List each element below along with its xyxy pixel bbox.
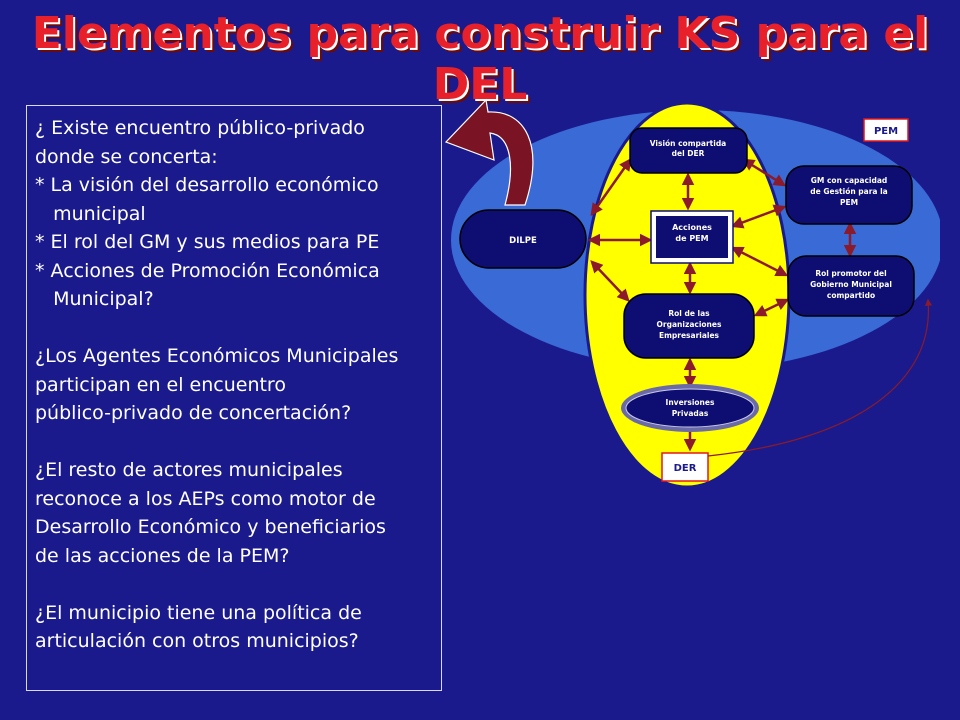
arrow-der-rolpromotor — [707, 298, 933, 457]
node-dilpe — [459, 209, 587, 269]
question-line: * El rol del GM y sus medios para PE — [35, 231, 380, 253]
question-line: público-privado de concertación? — [35, 402, 352, 424]
node-inversiones — [625, 388, 755, 428]
node-vision-line1: Visión compartida — [650, 139, 727, 148]
question-line — [35, 314, 433, 343]
node-acciones-line2: de PEM — [675, 234, 708, 243]
question-line: ¿ Existe encuentro público-privado — [35, 117, 365, 139]
node-acciones — [656, 216, 728, 258]
der-tag-label: DER — [674, 463, 697, 474]
question-line: ¿Los Agentes Económicos Municipales — [35, 345, 399, 367]
node-rol-org-line3: Empresariales — [659, 331, 720, 340]
der-tag — [661, 452, 709, 482]
arrow-acciones-gm — [730, 204, 787, 229]
question-line: municipal — [35, 202, 146, 225]
question-line — [35, 428, 433, 457]
question-line: * Acciones de Promoción Económica — [35, 259, 380, 282]
node-gm-line1: GM con capacidad — [811, 176, 888, 185]
question-line: ¿El resto de actores municipales — [35, 459, 343, 481]
node-gm-line2: de Gestión para la — [810, 187, 887, 196]
node-dilpe-label: DILPE — [509, 236, 537, 246]
question-line: ¿El municipio tiene una política de — [35, 601, 362, 624]
node-inversiones-line1: Inversiones — [666, 398, 715, 407]
pem-tag-label: PEM — [874, 126, 898, 137]
question-line: Municipal? — [35, 288, 154, 310]
question-line: de las acciones de la PEM? — [35, 544, 290, 567]
node-gm-line3: PEM — [840, 198, 858, 207]
node-inversiones-line2: Privadas — [672, 409, 709, 418]
node-vision-line2: del DER — [672, 149, 705, 158]
node-rol-org — [623, 293, 755, 359]
question-line: articulación con otros municipios? — [35, 630, 359, 652]
node-rol-org-line2: Organizaciones — [657, 320, 722, 329]
question-line: reconoce a los AEPs como motor de — [35, 487, 376, 510]
slide-title: Elementos para construir KS para el DEL — [31, 8, 929, 110]
question-line: Desarrollo Económico y beneficiarios — [35, 516, 386, 538]
curved-arrow-to-text — [444, 98, 534, 206]
node-gm — [785, 165, 913, 225]
question-line: donde se concerta: — [35, 145, 218, 168]
node-rol-promotor-line2: Gobierno Municipal — [810, 280, 892, 289]
arrow-dilpe-rolorg — [590, 260, 630, 302]
node-rol-promotor — [787, 255, 915, 317]
question-line: participan en el encuentro — [35, 373, 286, 396]
node-acciones-line1: Acciones — [672, 223, 712, 232]
del-diagram: PEM DER DILPE Visión compartida del DER … — [444, 98, 940, 489]
arrow-vision-gm — [741, 158, 787, 187]
arrow-rolorg-rolpromotor — [753, 298, 790, 317]
question-line: * La visión del desarrollo económico — [35, 174, 379, 196]
pem-tag — [863, 118, 909, 142]
node-rol-org-line1: Rol de las — [668, 309, 710, 318]
node-rol-promotor-line1: Rol promotor del — [815, 269, 886, 278]
question-line — [35, 570, 433, 599]
arrow-acciones-rolpromotor — [730, 246, 789, 277]
arrow-dilpe-vision — [590, 157, 632, 217]
node-rol-promotor-line3: compartido — [827, 291, 875, 300]
node-vision — [629, 127, 748, 174]
questions-text-box: ¿ Existe encuentro público-privado donde … — [26, 105, 442, 691]
